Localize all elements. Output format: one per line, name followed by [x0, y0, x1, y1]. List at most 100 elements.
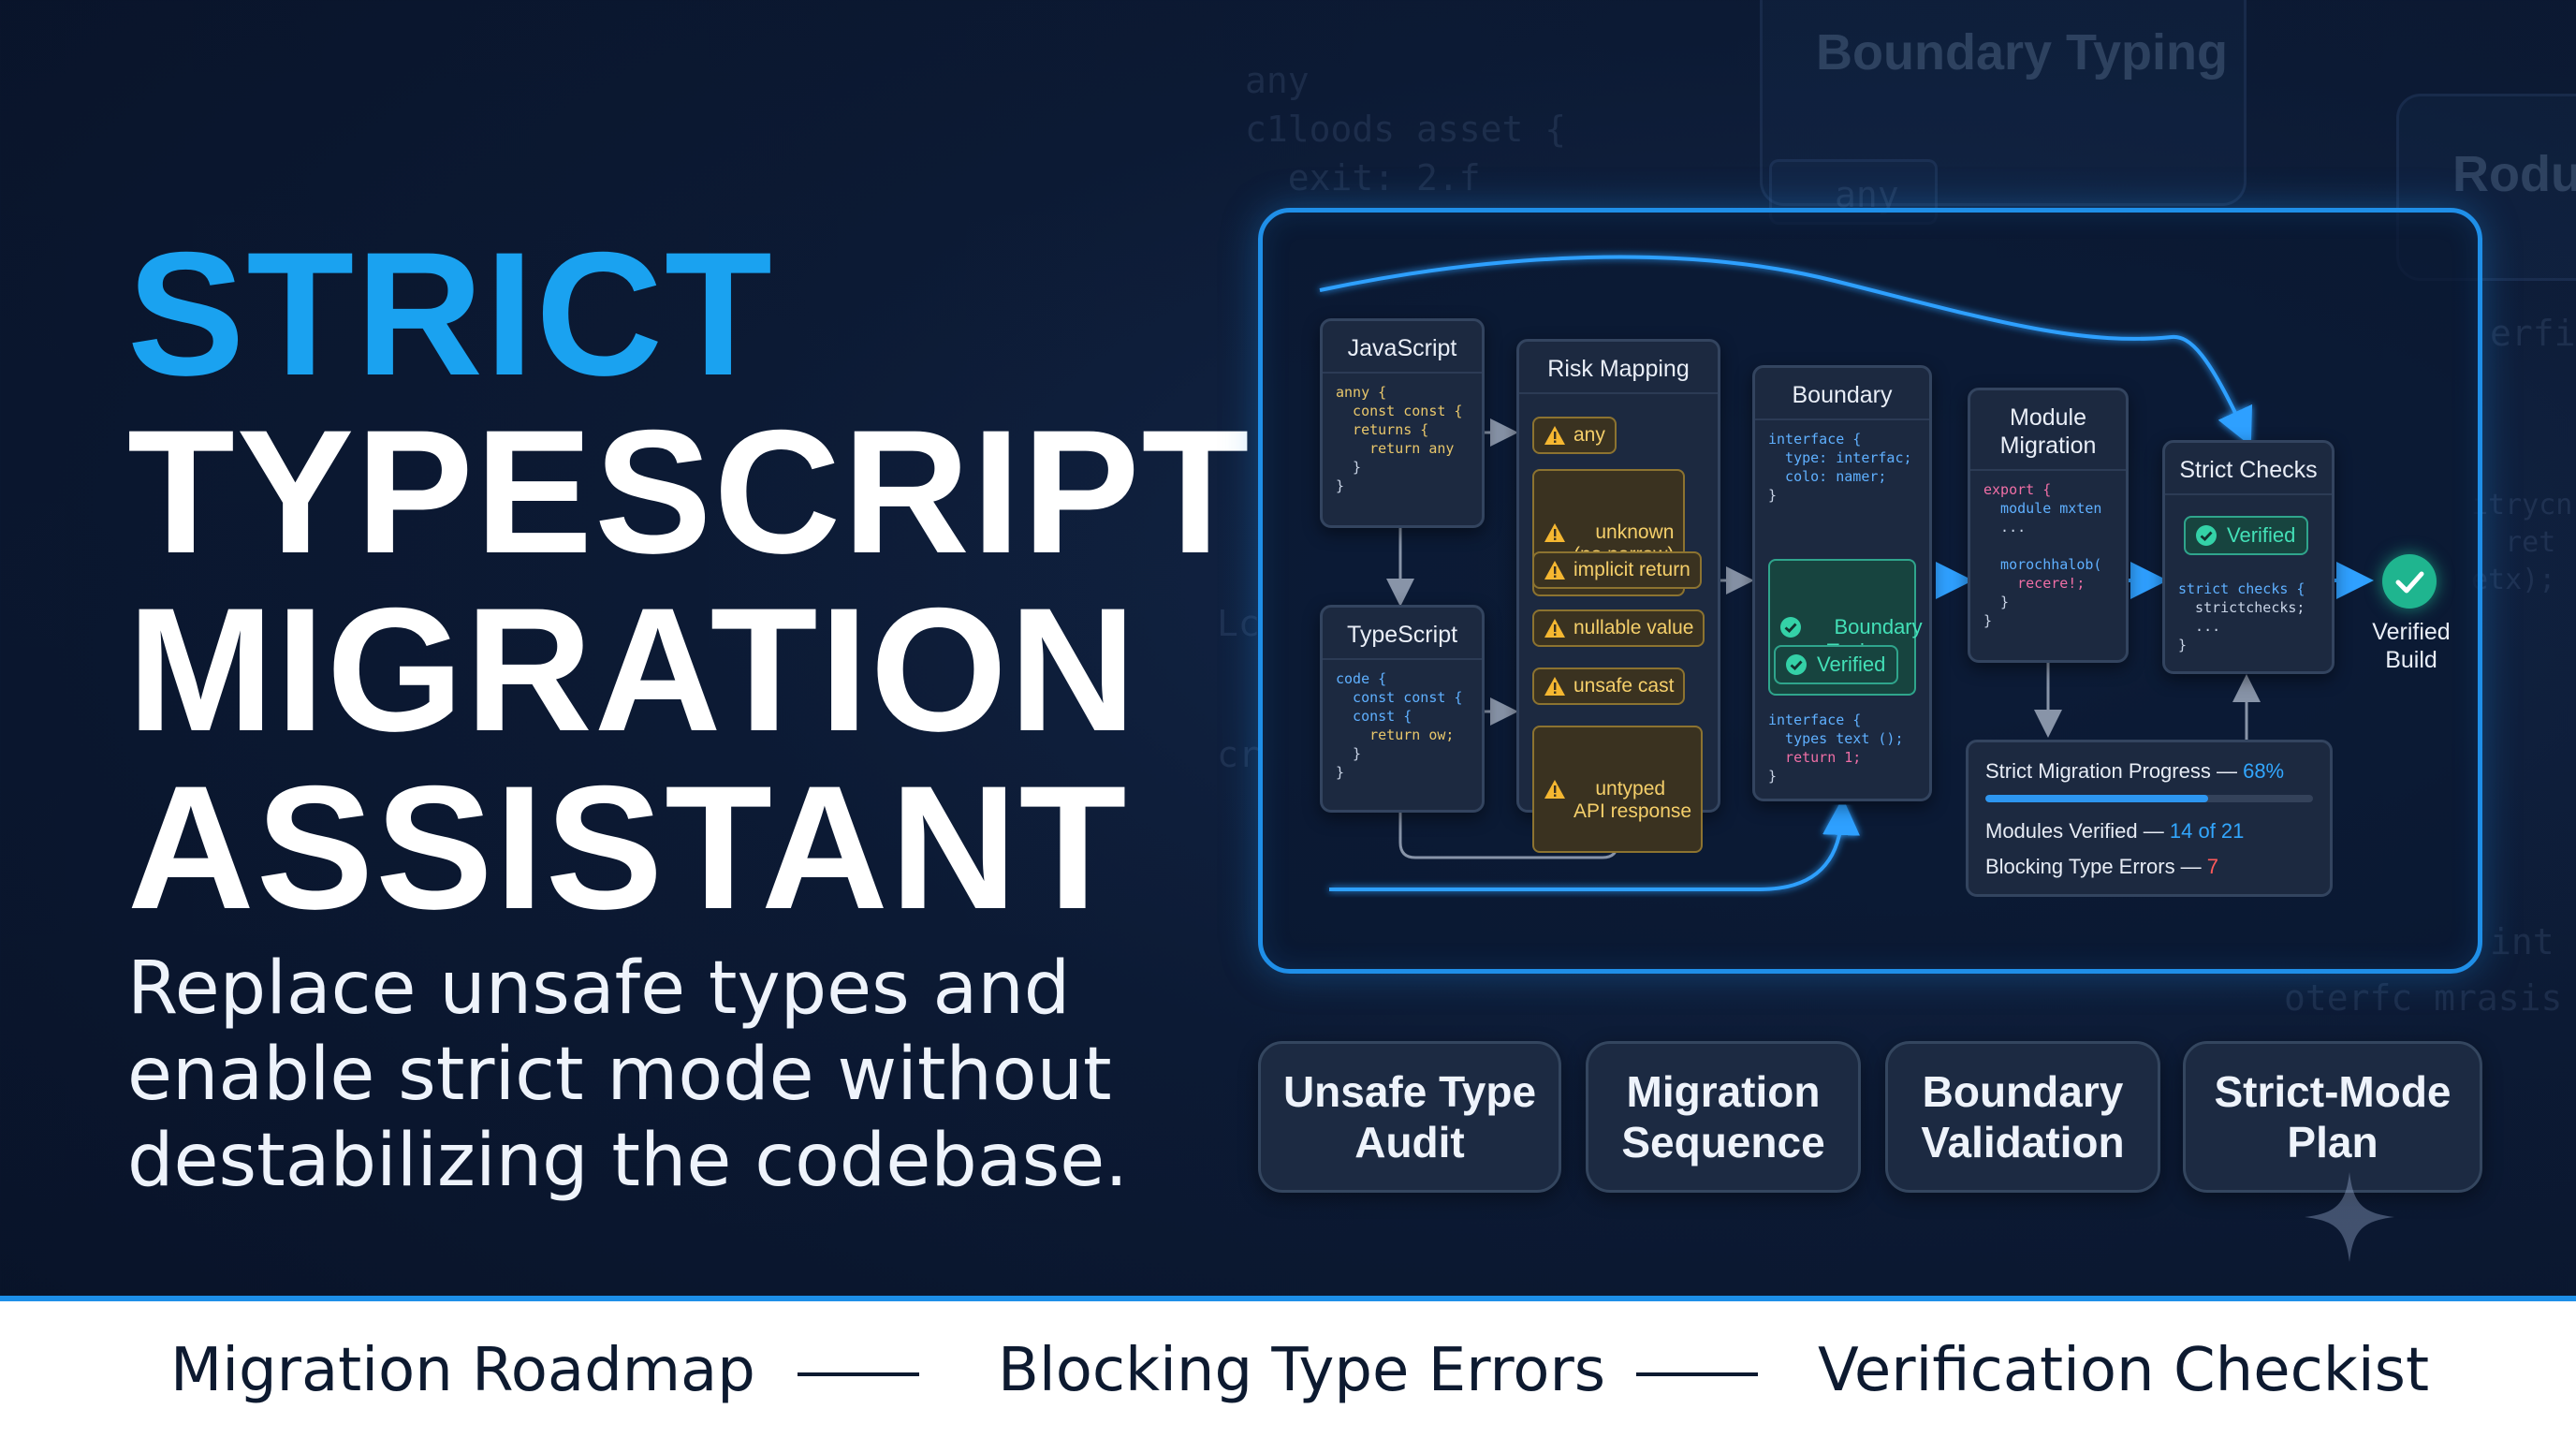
warning-icon: [1544, 561, 1565, 580]
check-circle-icon: [1786, 654, 1807, 675]
code-line: strictchecks;: [2178, 599, 2305, 616]
bg-panel: [1760, 0, 2247, 206]
progress-line: Strict Migration Progress — 68%: [1985, 757, 2313, 785]
code-line: }: [1768, 487, 1778, 504]
check-circle-icon: [2196, 525, 2217, 546]
code-snippet: export { module mxten ... morochhalob( r…: [1970, 471, 2126, 639]
code-line: }: [1336, 745, 1362, 762]
feature-unsafe-type-audit[interactable]: Unsafe Type Audit: [1258, 1041, 1561, 1193]
risk-item-unsafe-cast: unsafe cast: [1532, 668, 1686, 705]
node-title: TypeScript: [1323, 608, 1482, 660]
node-title: Module Migration: [1970, 390, 2126, 471]
headline-line-3: MIGRATION: [127, 571, 1138, 768]
progress-bar: [1985, 795, 2313, 802]
badge-label: Verified: [2227, 523, 2296, 547]
code-line: export {: [1983, 481, 2052, 498]
progress-label: Strict Migration Progress —: [1985, 759, 2244, 783]
verified-build-label: Verified Build: [2372, 619, 2451, 673]
migration-progress-panel: Strict Migration Progress — 68% Modules …: [1966, 740, 2333, 897]
check-icon: [2395, 571, 2424, 594]
code-snippet: strict checks { strictchecks; ... }: [2165, 570, 2318, 664]
code-line: type: interfac;: [1768, 449, 1912, 466]
code-line: module mxten: [1983, 500, 2102, 517]
code-line: const {: [1336, 708, 1412, 725]
node-title: Strict Checks: [2165, 443, 2332, 495]
code-line: ...: [2178, 618, 2221, 635]
progress-bar-fill: [1985, 795, 2208, 802]
risk-label: unsafe cast: [1573, 675, 1675, 697]
warning-icon: [1544, 426, 1565, 445]
errors-label: Blocking Type Errors —: [1985, 855, 2207, 878]
node-strict-checks: Strict Checks Verified strict checks { s…: [2162, 440, 2334, 674]
node-boundary: Boundary interface { type: interfac; col…: [1752, 365, 1932, 801]
code-line: colo: namer;: [1768, 468, 1887, 485]
code-line: return any: [1336, 440, 1455, 457]
verified-build-check-icon: [2382, 554, 2437, 609]
feature-boundary-validation[interactable]: Boundary Validation: [1885, 1041, 2160, 1193]
node-title: Risk Mapping: [1519, 342, 1718, 394]
bottom-item-verification-checklist: Verification Checkist: [1818, 1336, 2430, 1405]
warning-icon: [1544, 619, 1565, 638]
risk-item-nullable-value: nullable value: [1532, 609, 1705, 647]
code-line: recere!;: [1983, 575, 2086, 592]
badge-verified: Verified: [1774, 645, 1899, 684]
modules-label: Modules Verified —: [1985, 819, 2170, 843]
risk-label: untyped API response: [1573, 778, 1692, 822]
code-snippet: interface { types text (); return 1; }: [1755, 701, 1917, 795]
code-line: code {: [1336, 670, 1387, 687]
code-snippet: interface { type: interfac; colo: namer;…: [1755, 420, 1929, 514]
risk-item-implicit-return: implicit return: [1532, 551, 1702, 589]
risk-label: nullable value: [1573, 617, 1694, 638]
code-line: }: [1983, 594, 2010, 610]
code-line: return ow;: [1336, 726, 1455, 743]
code-line: interface {: [1768, 431, 1862, 448]
code-line: const const {: [1336, 403, 1463, 419]
badge-verified: Verified: [2184, 516, 2309, 555]
errors-value: 7: [2206, 855, 2219, 878]
warning-icon: [1544, 780, 1565, 799]
node-typescript: TypeScript code { const const { const { …: [1320, 605, 1485, 813]
code-line: return 1;: [1768, 749, 1862, 766]
code-line: const const {: [1336, 689, 1463, 706]
node-javascript: JavaScript anny { const const { returns …: [1320, 318, 1485, 528]
bottom-separator: [1636, 1372, 1758, 1376]
bottom-strip: Migration Roadmap Blocking Type Errors V…: [0, 1296, 2576, 1438]
warning-icon: [1544, 677, 1565, 696]
bg-code: int p: [2490, 921, 2576, 962]
code-snippet: anny { const const { returns { return an…: [1323, 374, 1482, 505]
code-line: }: [1983, 612, 1993, 629]
headline: STRICT TYPESCRIPT MIGRATION ASSISTANT: [127, 225, 1251, 936]
progress-percent: 68%: [2243, 759, 2285, 783]
headline-line-2: TYPESCRIPT: [127, 393, 1251, 590]
headline-line-4: ASSISTANT: [127, 749, 1129, 946]
headline-accent: STRICT: [127, 215, 774, 412]
warning-icon: [1544, 523, 1565, 542]
code-line: interface {: [1768, 712, 1862, 728]
risk-label: implicit return: [1573, 559, 1690, 580]
code-line: }: [2178, 637, 2188, 653]
risk-label: any: [1573, 424, 1605, 446]
bg-title-boundary: Boundary Typing: [1816, 24, 2228, 81]
bg-title-rodu: Rodu: [2452, 146, 2576, 202]
bg-code: any c1loods asset { exit: 2.f: [1245, 60, 1567, 198]
code-line: }: [1336, 764, 1345, 781]
bg-code: erfie: [2490, 313, 2576, 354]
node-module-migration: Module Migration export { module mxten .…: [1968, 388, 2129, 663]
code-line: }: [1336, 477, 1345, 494]
code-line: types text ();: [1768, 730, 1904, 747]
risk-item-any: any: [1532, 417, 1617, 454]
risk-item-untyped-api: untyped API response: [1532, 726, 1704, 853]
code-line: }: [1768, 768, 1778, 785]
bottom-item-migration-roadmap: Migration Roadmap: [170, 1336, 755, 1405]
badge-label: Verified: [1817, 653, 1886, 676]
feature-strict-mode-plan[interactable]: Strict-Mode Plan: [2183, 1041, 2482, 1193]
modules-value: 14 of 21: [2169, 819, 2245, 843]
modules-verified-line: Modules Verified — 14 of 21: [1985, 817, 2313, 845]
check-circle-icon: [1780, 617, 1801, 638]
code-line: anny {: [1336, 384, 1387, 401]
code-line: morochhalob(: [1983, 556, 2102, 573]
feature-migration-sequence[interactable]: Migration Sequence: [1586, 1041, 1861, 1193]
bottom-item-blocking-type-errors: Blocking Type Errors: [998, 1336, 1606, 1405]
node-title: Boundary: [1755, 368, 1929, 420]
node-risk-mapping: Risk Mapping any unknown (no narrow) imp…: [1516, 339, 1720, 853]
